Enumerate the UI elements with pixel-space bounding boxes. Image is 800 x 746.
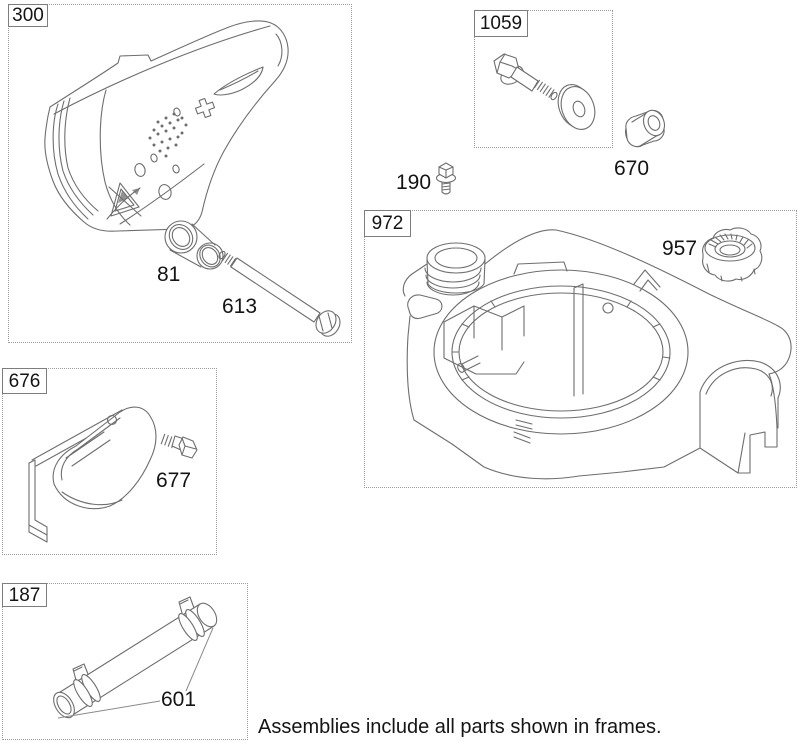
- tank-outer-contour: [402, 229, 792, 480]
- frame-muffler-assembly: 300: [8, 4, 352, 343]
- fuel-cap-drawing: [702, 227, 763, 282]
- tank-interior-details: [443, 283, 584, 430]
- muffler-face-details: [134, 66, 264, 200]
- spacer-drawing: [624, 109, 666, 148]
- muffler-gasket-drawing: [164, 220, 224, 270]
- flange-bolt-drawing: [493, 53, 558, 101]
- fuel-cap: [702, 227, 763, 282]
- muffler-body: [44, 20, 289, 232]
- fuel-tank-drawing: [402, 229, 792, 480]
- frame-muffler-guard-assembly: 676: [2, 368, 217, 555]
- guard-screw-drawing: [160, 433, 198, 459]
- hose-clamp-lower: [72, 663, 101, 707]
- hot-surface-warning-icon: [106, 182, 142, 220]
- assembly-number-badge-1059: 1059: [474, 10, 528, 37]
- filler-neck: [424, 242, 486, 296]
- part-number-677: 677: [156, 469, 192, 492]
- frame-bolt-washer-assembly: 1059: [474, 10, 613, 148]
- hose-clamp-upper: [178, 596, 205, 641]
- fuel-hose-drawing: [53, 596, 218, 719]
- assembly-number-badge-300: 300: [8, 4, 48, 27]
- part-number-670: 670: [614, 157, 650, 180]
- assembly-number-badge-676: 676: [2, 368, 47, 394]
- part-number-190: 190: [396, 171, 432, 194]
- part-number-601: 601: [161, 688, 197, 711]
- assemblies-note: Assemblies include all parts shown in fr…: [258, 716, 662, 738]
- spacer-bushing: [624, 109, 666, 148]
- part-number-81: 81: [157, 263, 181, 286]
- assembly-number-badge-972: 972: [364, 210, 411, 237]
- small-bolt: [435, 162, 457, 195]
- frame-fuel-hose-assembly: 187: [2, 583, 248, 740]
- hose-tube: [53, 602, 218, 719]
- assembly-number-badge-187: 187: [2, 583, 47, 607]
- muffler-guard-drawing: [28, 406, 157, 543]
- blower-housing-ring: [433, 261, 689, 444]
- washer-drawing: [557, 84, 596, 130]
- bolt-washer-drawing: [493, 53, 596, 130]
- part-number-613: 613: [222, 295, 258, 318]
- frame-fuel-tank-assembly: 972: [364, 210, 797, 488]
- guard-bracket: [28, 406, 157, 543]
- part-number-957: 957: [662, 237, 698, 260]
- muffler-drawing: [44, 20, 341, 337]
- small-bolt-drawing: [435, 162, 457, 195]
- muffler-screw-drawing: [218, 250, 341, 337]
- leader-lines-601: [57, 627, 214, 719]
- guard-screw: [160, 433, 198, 459]
